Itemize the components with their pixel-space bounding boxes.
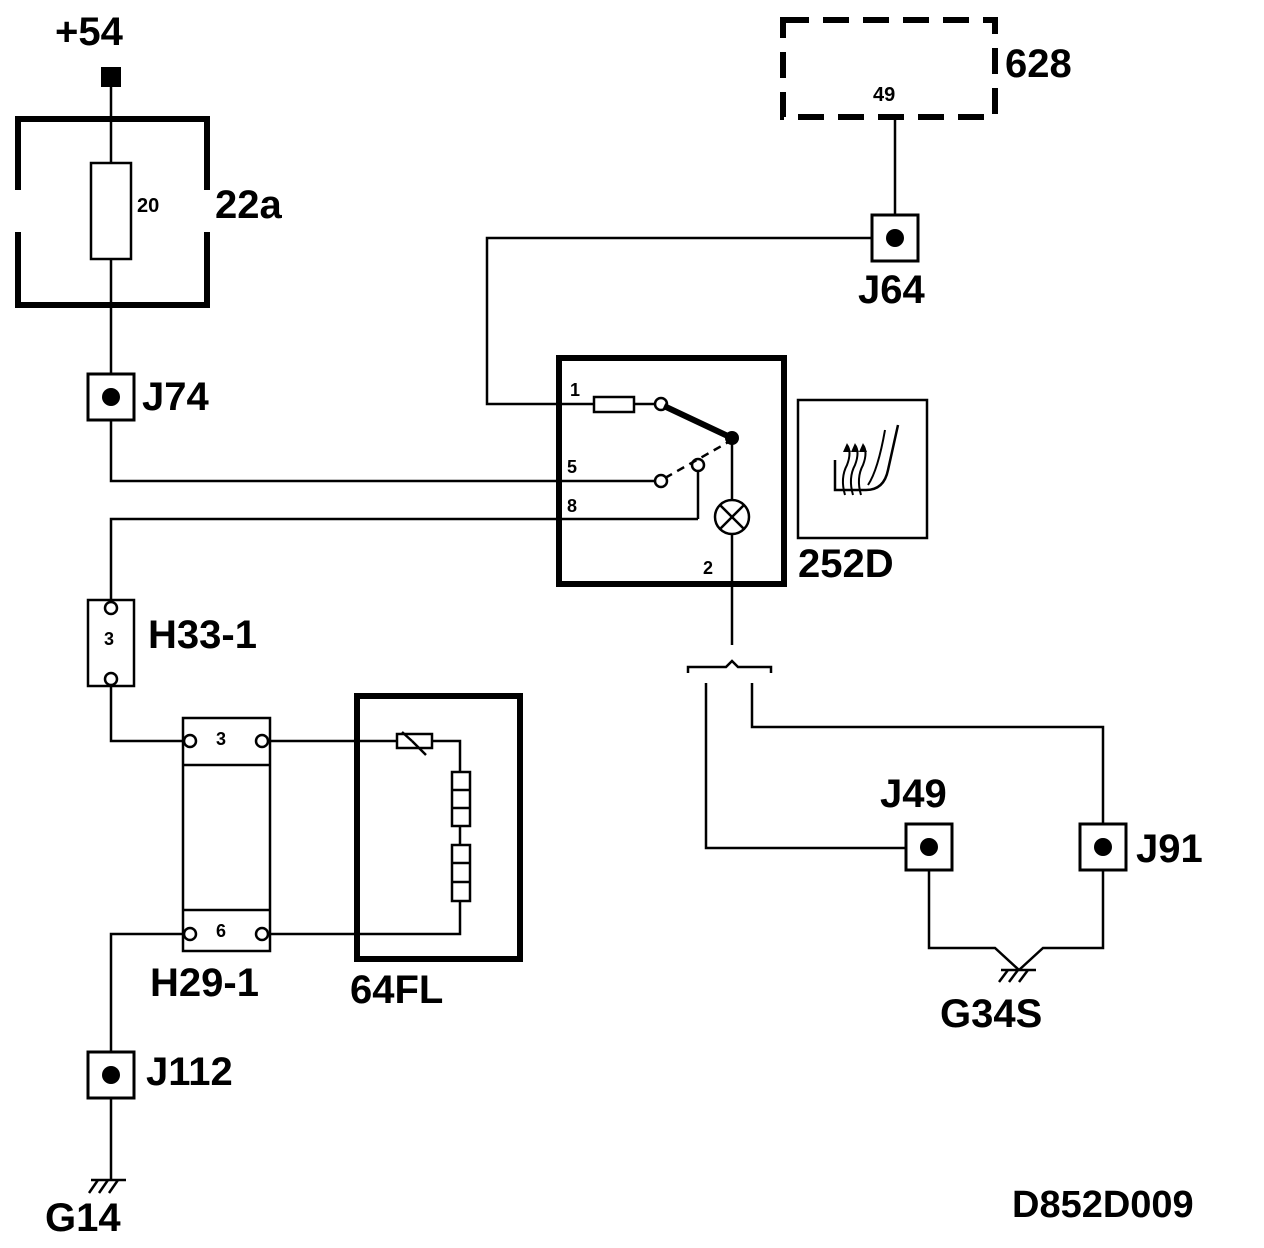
connector-j91 bbox=[1078, 822, 1128, 872]
switch-pin-2: 2 bbox=[703, 558, 713, 578]
connector-j74-label: J74 bbox=[142, 375, 209, 419]
connector-j49 bbox=[904, 822, 954, 872]
switch-resistor bbox=[592, 395, 636, 414]
connector-j112 bbox=[86, 1050, 136, 1100]
connector-j49-label: J49 bbox=[880, 772, 947, 816]
switch-252d: 1 5 8 2 bbox=[556, 355, 787, 587]
h29-pin-bottom: 6 bbox=[216, 921, 226, 941]
ground-g14-label: G14 bbox=[45, 1196, 121, 1240]
switch-252d-label: 252D bbox=[798, 542, 894, 586]
connector-j112-label: J112 bbox=[146, 1050, 233, 1094]
connector-j64 bbox=[870, 213, 920, 263]
h29-label: H29-1 bbox=[150, 961, 259, 1005]
fuse-box-label: 22a bbox=[215, 183, 282, 227]
ground-g14-icon bbox=[87, 1178, 126, 1194]
fuse-box-22a: 20 bbox=[15, 116, 210, 308]
module-628: 49 bbox=[780, 17, 998, 120]
connector-h33-1: 3 bbox=[86, 598, 136, 688]
connector-j74 bbox=[86, 372, 136, 422]
switch-pin-1: 1 bbox=[570, 380, 580, 400]
splice-icon bbox=[686, 659, 773, 673]
fuse-rating: 20 bbox=[137, 195, 159, 217]
h33-pin: 3 bbox=[104, 629, 114, 649]
ground-g34s-icon bbox=[998, 968, 1036, 983]
heater-64fl bbox=[268, 693, 523, 962]
h33-label: H33-1 bbox=[148, 613, 257, 657]
heater-64fl-label: 64FL bbox=[350, 968, 443, 1012]
h29-pin-top: 3 bbox=[216, 729, 226, 749]
diagram-code: D852D009 bbox=[1012, 1184, 1194, 1226]
module-628-pin: 49 bbox=[873, 84, 895, 106]
connector-h29-1: 3 6 bbox=[181, 716, 272, 953]
module-628-label: 628 bbox=[1005, 42, 1072, 86]
connector-j91-label: J91 bbox=[1136, 827, 1203, 871]
fuse-element bbox=[89, 161, 133, 261]
switch-pin-5: 5 bbox=[567, 457, 577, 477]
heated-seat-icon bbox=[796, 398, 929, 540]
switch-pin-8: 8 bbox=[567, 496, 577, 516]
supply-terminal bbox=[101, 67, 121, 87]
supply-label: +54 bbox=[55, 10, 124, 54]
connector-j64-label: J64 bbox=[858, 268, 925, 312]
ground-g34s-label: G34S bbox=[940, 992, 1042, 1036]
